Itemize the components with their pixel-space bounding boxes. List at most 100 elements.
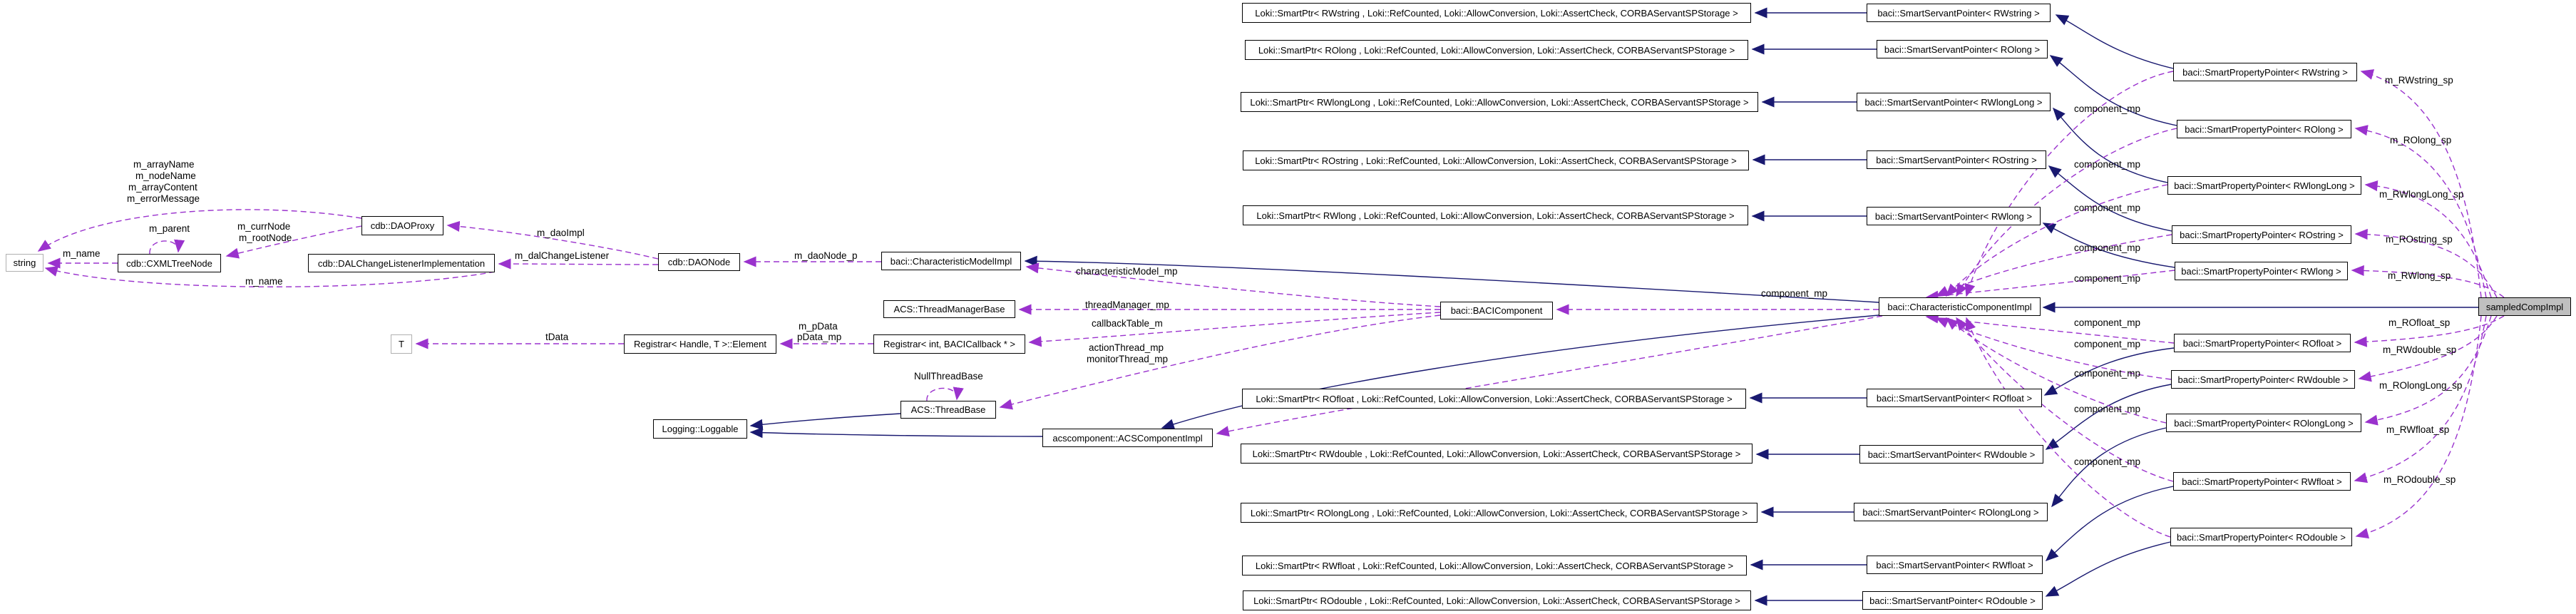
class-node-loggable[interactable]: Logging::Loggable xyxy=(653,419,747,439)
class-node-property-rwlong[interactable]: baci::SmartPropertyPointer< RWlong > xyxy=(2175,262,2348,280)
usage-edge xyxy=(1025,262,1441,307)
inheritance-edge xyxy=(2045,486,2174,562)
edge-label: m_pData xyxy=(799,321,838,332)
edge-label: component_mp xyxy=(2074,103,2141,114)
class-node-characteristic-component-impl[interactable]: baci::CharacteristicComponentImpl xyxy=(1879,297,2041,316)
inheritance-edge xyxy=(2043,347,2175,396)
usage-edge xyxy=(2354,228,2498,298)
class-node-loki-rwstring[interactable]: Loki::SmartPtr< RWstring , Loki::RefCoun… xyxy=(1242,3,1751,23)
class-node-t: T xyxy=(391,334,412,354)
edge-label: m_arrayName xyxy=(133,159,195,170)
edge-label: callbackTable_m xyxy=(1092,318,1163,329)
class-node-loki-rodouble[interactable]: Loki::SmartPtr< ROdouble , Loki::RefCoun… xyxy=(1243,590,1751,610)
class-node-servant-rodouble[interactable]: baci::SmartServantPointer< ROdouble > xyxy=(1862,591,2043,610)
edge-label: tData xyxy=(545,332,569,342)
inheritance-edge xyxy=(2051,427,2167,508)
class-node-registrar-int[interactable]: Registrar< int, BACICallback * > xyxy=(873,334,1025,354)
inheritance-edge xyxy=(749,413,901,430)
class-node-dal-change-listener[interactable]: cdb::DALChangeListenerImplementation xyxy=(308,254,495,272)
edge-label: component_mp xyxy=(1761,288,1828,299)
usage-edge xyxy=(1945,317,2167,424)
edge-label: m_ROstring_sp xyxy=(2386,234,2453,245)
class-node-loki-rwlong[interactable]: Loki::SmartPtr< RWlong , Loki::RefCounte… xyxy=(1243,205,1748,225)
edge-label: m_currNode xyxy=(237,221,291,232)
usage-edge xyxy=(2364,180,2492,298)
class-node-property-rwlonglong[interactable]: baci::SmartPropertyPointer< RWlongLong > xyxy=(2167,176,2361,195)
usage-edge xyxy=(1965,317,2171,538)
class-node-servant-rwstring[interactable]: baci::SmartServantPointer< RWstring > xyxy=(1867,4,2051,22)
edge-label: component_mp xyxy=(2074,368,2141,379)
usage-edge xyxy=(1925,270,2175,302)
class-node-servant-rwdouble[interactable]: baci::SmartServantPointer< RWdouble > xyxy=(1859,445,2043,464)
class-node-servant-rolong[interactable]: baci::SmartServantPointer< ROlong > xyxy=(1877,40,2048,58)
edge-label: NullThreadBase xyxy=(914,371,983,382)
inheritance-edge xyxy=(1024,255,1879,303)
class-node-thread-base[interactable]: ACS::ThreadBase xyxy=(900,401,996,419)
edge-label: m_ROlong_sp xyxy=(2390,135,2452,145)
usage-edge xyxy=(1028,312,1441,347)
edge-label: m_ROfloat_sp xyxy=(2388,317,2451,328)
class-node-property-rolonglong[interactable]: baci::SmartPropertyPointer< ROlongLong > xyxy=(2166,414,2361,432)
edge-label: m_daoImpl xyxy=(537,227,585,238)
class-node-property-rwfloat[interactable]: baci::SmartPropertyPointer< RWfloat > xyxy=(2173,472,2351,491)
class-node-thread-manager-base[interactable]: ACS::ThreadManagerBase xyxy=(883,300,1015,318)
class-node-servant-rwlong[interactable]: baci::SmartServantPointer< RWlong > xyxy=(1867,207,2041,225)
inheritance-edge xyxy=(2052,107,2168,183)
edge-label: m_RWdouble_sp xyxy=(2383,344,2457,355)
usage-edge xyxy=(2355,315,2482,539)
class-node-loki-rofloat[interactable]: Loki::SmartPtr< ROfloat , Loki::RefCount… xyxy=(1242,389,1746,409)
usage-edge xyxy=(2364,315,2492,426)
class-node-loki-rostring[interactable]: Loki::SmartPtr< ROstring , Loki::RefCoun… xyxy=(1243,150,1749,170)
class-node-dao-node[interactable]: cdb::DAONode xyxy=(658,253,740,271)
class-node-characteristic-model-impl[interactable]: baci::CharacteristicModelImpl xyxy=(881,252,1021,270)
class-node-property-rofloat[interactable]: baci::SmartPropertyPointer< ROfloat > xyxy=(2174,334,2351,352)
inheritance-edge xyxy=(1161,314,1879,430)
usage-edge xyxy=(225,225,362,259)
inheritance-edge xyxy=(2049,55,2177,126)
class-node-servant-rostring[interactable]: baci::SmartServantPointer< ROstring > xyxy=(1867,150,2046,169)
edge-label: monitorThread_mp xyxy=(1087,354,1169,364)
usage-edge xyxy=(2354,315,2487,483)
usage-edge xyxy=(2360,69,2482,298)
class-node-loki-rwfloat[interactable]: Loki::SmartPtr< RWfloat , Loki::RefCount… xyxy=(1242,556,1747,575)
class-node-dao-proxy[interactable]: cdb::DAOProxy xyxy=(361,216,443,235)
class-node-loki-rwdouble[interactable]: Loki::SmartPtr< RWdouble , Loki::RefCoun… xyxy=(1241,444,1753,464)
class-node-servant-rwfloat[interactable]: baci::SmartServantPointer< RWfloat > xyxy=(1867,556,2043,574)
edge-label: m_dalChangeListener xyxy=(515,250,610,261)
class-node-property-rodouble[interactable]: baci::SmartPropertyPointer< ROdouble > xyxy=(2170,528,2352,546)
class-node-registrar-element[interactable]: Registrar< Handle, T >::Element xyxy=(624,334,776,354)
edge-label: threadManager_mp xyxy=(1085,300,1169,310)
class-node-property-rwdouble[interactable]: baci::SmartPropertyPointer< RWdouble > xyxy=(2171,370,2355,389)
edge-label: actionThread_mp xyxy=(1089,342,1164,353)
edge-label: component_mp xyxy=(2074,317,2141,328)
class-node-baci-component[interactable]: baci::BACIComponent xyxy=(1440,302,1553,319)
class-node-loki-rolong[interactable]: Loki::SmartPtr< ROlong , Loki::RefCounte… xyxy=(1245,40,1748,60)
class-node-cxml-tree-node[interactable]: cdb::CXMLTreeNode xyxy=(118,254,221,272)
edge-label: m_daoNode_p xyxy=(794,250,858,261)
inheritance-edge xyxy=(2042,222,2175,268)
class-node-property-rolong[interactable]: baci::SmartPropertyPointer< ROlong > xyxy=(2177,120,2351,138)
class-node-property-rwstring[interactable]: baci::SmartPropertyPointer< RWstring > xyxy=(2173,63,2357,81)
edge-label: component_mp xyxy=(2074,456,2141,467)
edge-label: m_RWfloat_sp xyxy=(2386,424,2450,435)
usage-edge xyxy=(1925,312,2175,344)
class-node-loki-rolonglong[interactable]: Loki::SmartPtr< ROlongLong , Loki::RefCo… xyxy=(1241,503,1757,523)
edge-label: component_mp xyxy=(2074,273,2141,284)
edge-label: m_RWstring_sp xyxy=(2385,75,2453,86)
class-node-property-rostring[interactable]: baci::SmartPropertyPointer< ROstring > xyxy=(2172,225,2351,244)
usage-edge xyxy=(149,239,185,255)
inheritance-edge xyxy=(749,427,1043,439)
class-node-loki-rwlonglong[interactable]: Loki::SmartPtr< RWlongLong , Loki::RefCo… xyxy=(1241,92,1758,112)
class-node-servant-rolonglong[interactable]: baci::SmartServantPointer< ROlongLong > xyxy=(1854,503,2048,521)
edge-label: m_arrayContent xyxy=(128,182,197,193)
class-node-acs-component-impl[interactable]: acscomponent::ACSComponentImpl xyxy=(1042,429,1213,447)
class-node-servant-rofloat[interactable]: baci::SmartServantPointer< ROfloat > xyxy=(1867,389,2042,407)
edge-label: component_mp xyxy=(2074,203,2141,213)
usage-edge xyxy=(1935,234,2172,297)
usage-edge xyxy=(1964,71,2174,297)
edge-label: m_parent xyxy=(149,223,190,234)
class-node-servant-rwlonglong[interactable]: baci::SmartServantPointer< RWlongLong > xyxy=(1857,93,2051,111)
edge-label: characteristicModel_mp xyxy=(1076,266,1178,277)
